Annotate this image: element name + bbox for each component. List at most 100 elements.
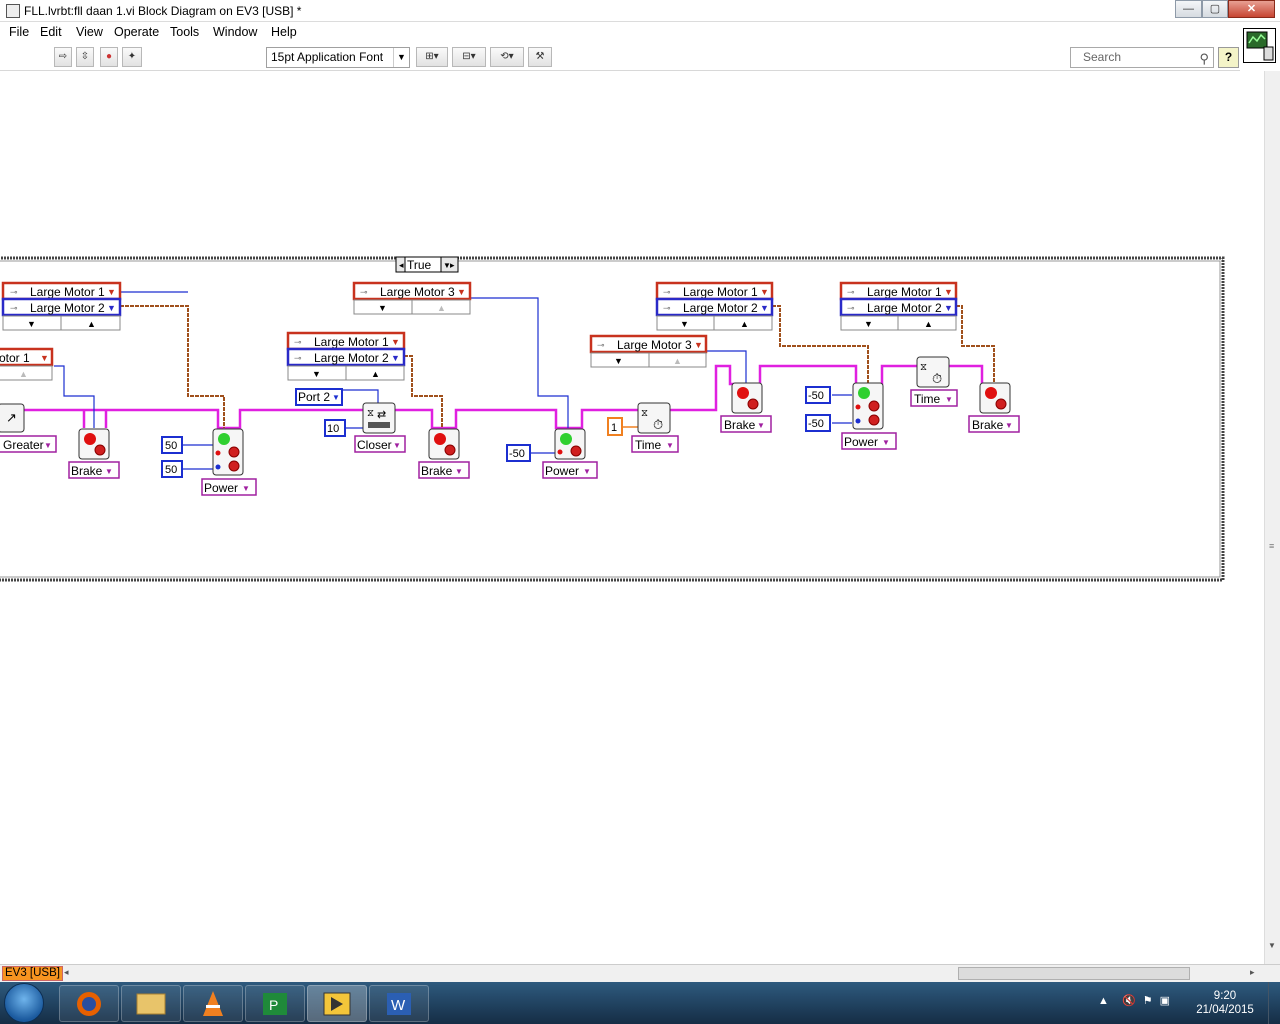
menu-window[interactable]: Window — [213, 25, 258, 39]
target-label[interactable]: EV3 [USB] — [2, 966, 63, 981]
motor-brake-block-3[interactable]: Brake ▼ — [720, 382, 772, 433]
motor-port-select-4[interactable]: ⊸ Large Motor 3 ▼ ▼ ▲ — [589, 334, 708, 368]
svg-text:1: 1 — [611, 422, 617, 434]
arrow-down-icon[interactable]: ▼ — [680, 319, 689, 329]
numeric-constant-5[interactable]: 1 — [607, 417, 623, 436]
motor-power-block-2[interactable]: Power ▼ — [542, 428, 598, 479]
font-select[interactable]: 15pt Application Font ▼ — [266, 47, 410, 68]
scroll-down-icon[interactable]: ▼ — [1268, 941, 1276, 950]
numeric-constant-6[interactable]: -50 — [805, 386, 831, 404]
svg-text:⏱: ⏱ — [932, 371, 942, 386]
menu-edit[interactable]: Edit — [40, 25, 62, 39]
network-icon[interactable]: ▣ — [1159, 995, 1171, 1007]
action-center-icon[interactable]: ⚑ — [1142, 995, 1153, 1007]
sensor-port-select[interactable]: Port 2 ▼ — [295, 388, 343, 406]
volume-muted-icon[interactable]: 🔇 — [1121, 995, 1136, 1007]
svg-text:⏱: ⏱ — [653, 417, 663, 432]
numeric-constant-4[interactable]: -50 — [506, 444, 531, 462]
maximize-button[interactable]: ▢ — [1202, 0, 1228, 18]
arrow-up-icon[interactable]: ▲ — [371, 369, 380, 379]
numeric-constant-3[interactable]: 10 — [324, 419, 346, 437]
vertical-scrollbar[interactable]: ≡ ▼ — [1264, 71, 1280, 964]
svg-text:Brake: Brake — [71, 464, 103, 478]
reorder-icon[interactable]: ⟲▾ — [490, 47, 524, 67]
ultrasonic-wait-block[interactable]: ⧖ ⇄ Closer ▼ — [354, 402, 406, 453]
svg-text:-50: -50 — [808, 390, 824, 402]
case-structure[interactable] — [0, 256, 1225, 582]
menu-file[interactable]: File — [9, 25, 30, 39]
svg-text:⊸: ⊸ — [663, 287, 671, 297]
motor-port-select-left[interactable]: otor 1 ▼ ▲ — [0, 347, 54, 381]
numeric-constant-7[interactable]: -50 — [805, 414, 831, 432]
word-icon[interactable]: W — [369, 985, 429, 1022]
arrow-up-icon[interactable]: ▲ — [924, 319, 933, 329]
arrow-up-icon[interactable]: ▲ — [87, 319, 96, 329]
abort-icon[interactable]: ● — [100, 47, 118, 67]
arrow-up-icon[interactable]: ▲ — [740, 319, 749, 329]
firefox-icon[interactable] — [59, 985, 119, 1022]
motor-port-select-5[interactable]: ⊸ Large Motor 1 ▼ ⊸ Large Motor 2 ▼ ▼ ▲ — [655, 281, 774, 331]
arrow-down-icon[interactable]: ▼ — [378, 303, 387, 313]
svg-text:Time: Time — [914, 392, 941, 406]
clock[interactable]: 9:20 21/04/2015 — [1190, 989, 1260, 1017]
motor-port-select-1[interactable]: ⊸ Large Motor 1 ▼ ⊸ Large Motor 2 ▼ ▼ ▲ — [1, 281, 122, 331]
distribute-objects-icon[interactable]: ⊟▾ — [452, 47, 486, 67]
horizontal-scroll-thumb[interactable] — [958, 967, 1190, 980]
menu-operate[interactable]: Operate — [114, 25, 160, 39]
svg-text:▼: ▼ — [945, 395, 953, 404]
vlc-icon[interactable] — [183, 985, 243, 1022]
time-wait-block-1[interactable]: ⧖ ⏱ Time ▼ — [631, 402, 679, 453]
chevron-down-icon: ▼ — [107, 303, 116, 313]
run-arrow-icon[interactable]: ⇨ — [54, 47, 72, 67]
chevron-down-icon: ▼ — [391, 337, 400, 347]
increment-icon[interactable]: ▸ — [450, 260, 455, 270]
cleanup-diagram-icon[interactable]: ⚒ — [528, 47, 552, 67]
scroll-left-icon[interactable]: ◂ — [64, 967, 69, 977]
svg-text:▼: ▼ — [455, 467, 463, 476]
arrow-down-icon[interactable]: ▼ — [312, 369, 321, 379]
case-selector[interactable]: ◂ True ▼ ▸ — [395, 256, 459, 273]
menu-tools[interactable]: Tools — [170, 25, 200, 39]
arrow-up-icon: ▲ — [673, 356, 682, 366]
taskbar: P W ▲ 🔇 ⚑ ▣ 9:20 21/04/2015 — [0, 982, 1280, 1024]
menu-view[interactable]: View — [76, 25, 103, 39]
arrow-down-icon[interactable]: ▼ — [614, 356, 623, 366]
decrement-icon[interactable]: ◂ — [399, 260, 404, 270]
motor-port-select-3[interactable]: ⊸ Large Motor 3 ▼ ▼ ▲ — [352, 281, 472, 315]
help-button[interactable]: ? — [1218, 47, 1239, 68]
publisher-icon[interactable]: P — [245, 985, 305, 1022]
show-desktop-button[interactable] — [1268, 982, 1280, 1024]
close-button[interactable]: ✕ — [1228, 0, 1275, 18]
svg-text:⧖: ⧖ — [920, 362, 927, 373]
svg-text:⊸: ⊸ — [10, 303, 18, 313]
numeric-constant-1[interactable]: 50 — [161, 436, 183, 454]
system-tray[interactable]: ▲ 🔇 ⚑ ▣ — [1098, 994, 1170, 1007]
step-icon[interactable]: ⇳ — [76, 47, 94, 67]
motor-port-select-2[interactable]: ⊸ Large Motor 1 ▼ ⊸ Large Motor 2 ▼ ▼ ▲ — [286, 331, 406, 381]
compare-block-greater[interactable]: ↗ Greater ▼ — [0, 403, 57, 453]
motor-brake-block-1[interactable]: Brake ▼ — [68, 428, 120, 479]
motor-port-select-6[interactable]: ⊸ Large Motor 1 ▼ ⊸ Large Motor 2 ▼ ▼ ▲ — [839, 281, 958, 331]
motor-brake-block-2[interactable]: Brake ▼ — [418, 428, 470, 479]
highlight-execution-icon[interactable]: ✦ — [122, 47, 142, 67]
svg-text:Brake: Brake — [724, 418, 756, 432]
align-objects-icon[interactable]: ⊞▾ — [416, 47, 448, 67]
numeric-constant-2[interactable]: 50 — [161, 460, 183, 478]
search-input[interactable]: Search ⚲ — [1070, 47, 1214, 68]
menu-help[interactable]: Help — [271, 25, 297, 39]
arrow-down-icon[interactable]: ▼ — [27, 319, 36, 329]
explorer-icon[interactable] — [121, 985, 181, 1022]
minimize-button[interactable]: — — [1175, 0, 1202, 18]
motor-power-block-3[interactable]: Power ▼ — [841, 382, 897, 450]
labview-icon[interactable] — [307, 985, 367, 1022]
show-hidden-icons-icon[interactable]: ▲ — [1098, 995, 1109, 1007]
time-wait-block-2[interactable]: ⧖ ⏱ Time ▼ — [910, 356, 958, 407]
block-diagram-canvas[interactable]: ◂ True ▼ ▸ ⊸ Large Motor 1 ▼ ⊸ Large Mot… — [0, 71, 1264, 964]
vi-connector-icon[interactable] — [1243, 28, 1276, 63]
motor-brake-block-4[interactable]: Brake ▼ — [968, 382, 1020, 433]
motor-power-block-1[interactable]: Power ▼ — [201, 428, 257, 496]
arrow-down-icon[interactable]: ▼ — [864, 319, 873, 329]
scroll-right-icon[interactable]: ▸ — [1250, 967, 1255, 977]
start-button[interactable] — [4, 983, 44, 1023]
svg-text:▼: ▼ — [242, 484, 250, 493]
